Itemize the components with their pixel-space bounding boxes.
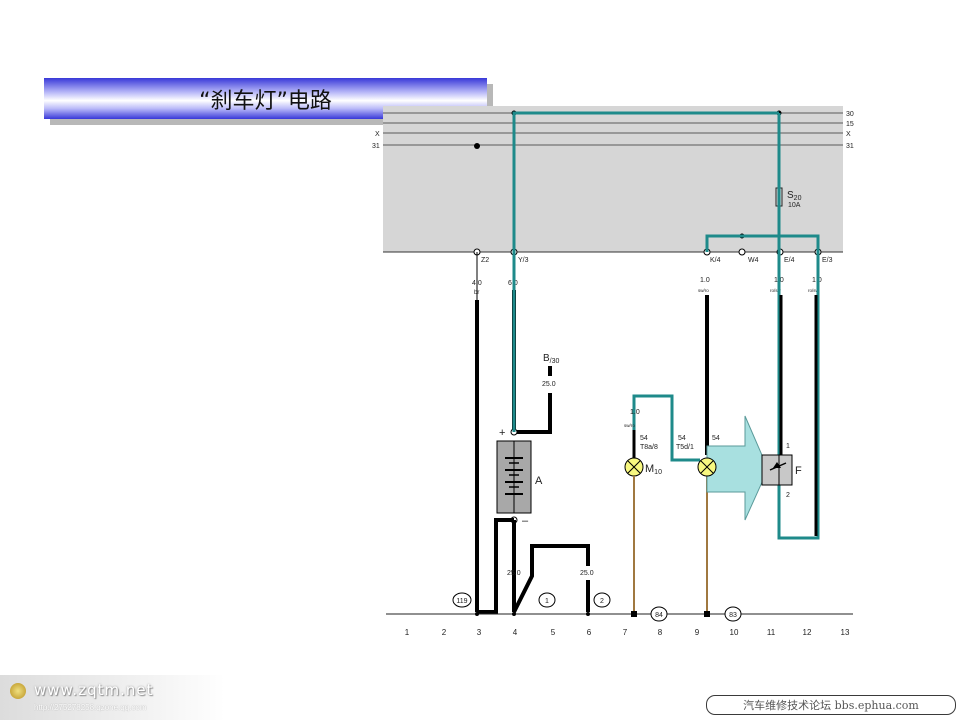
wire-bat-size: 25.0 <box>507 570 521 577</box>
ground-point-83-label: 83 <box>729 612 737 619</box>
connector-label-y3: Y/3 <box>518 257 529 264</box>
ground-point-2 <box>593 592 611 608</box>
b30-label: B/30 <box>543 353 560 365</box>
ground-node-7 <box>631 611 637 617</box>
bus-label-31: 31 <box>846 143 854 150</box>
column-number: 7 <box>623 628 628 637</box>
column-number: 4 <box>513 628 518 637</box>
wire-k4-size: 1.0 <box>700 277 710 284</box>
pin-54: 54 <box>712 435 720 442</box>
wire-m10-size: 1.0 <box>630 409 640 416</box>
fuse-label: S20 <box>787 190 802 202</box>
central-panel <box>383 106 843 252</box>
switch-marker <box>773 462 781 468</box>
bus-label-30: 30 <box>846 111 854 118</box>
column-number: 11 <box>767 628 776 637</box>
ground-point-84-label: 84 <box>655 612 663 619</box>
junction-bus31 <box>474 143 480 149</box>
column-number: 8 <box>658 628 663 637</box>
watermark-forum: 汽车维修技术论坛 bbs.ephua.com <box>706 695 956 715</box>
connector-w4 <box>738 248 746 256</box>
wire-m10-loop <box>632 394 700 462</box>
watermark-left: www.zqtm.net http://275278258.qzone.qq.c… <box>0 675 225 720</box>
wire-b30-to-battery <box>514 393 552 434</box>
ground-node-9 <box>704 611 710 617</box>
title-banner: “刹车灯”电路 <box>44 78 487 119</box>
ground-point-1 <box>538 592 556 608</box>
wire-ground-loop <box>512 544 590 613</box>
connector-label-e4: E/4 <box>784 257 795 264</box>
wire-m10-color: sw/ro <box>624 423 635 428</box>
ground-point-1-label: 1 <box>545 598 549 605</box>
ground-point-84 <box>650 606 668 622</box>
pin-t8a: 54 <box>640 435 648 442</box>
lamp-m10-label: M10 <box>645 463 662 476</box>
battery-plus: + <box>499 427 505 439</box>
pin-t5d-name: T5d/1 <box>676 444 694 451</box>
battery-label: A <box>535 475 543 487</box>
site-logo-icon <box>10 683 26 699</box>
switch-pin2: 2 <box>786 492 790 499</box>
column-number: 13 <box>841 628 850 637</box>
column-number: 12 <box>803 628 812 637</box>
page-title: “刹车灯”电路 <box>199 88 332 114</box>
watermark-url: http://275278258.qzone.qq.com <box>34 703 147 712</box>
bus-label-left-31: 31 <box>372 143 380 150</box>
ground-point-119 <box>452 592 472 608</box>
bus-label-x: X <box>846 131 851 138</box>
current-flow-arrow <box>706 415 769 521</box>
ground-node-6 <box>586 612 590 616</box>
pin-t5d: 54 <box>678 435 686 442</box>
column-number: 5 <box>551 628 556 637</box>
connector-label-e3: E/3 <box>822 257 833 264</box>
wire-gnd-size: 25.0 <box>580 570 594 577</box>
ground-node-4 <box>512 612 516 616</box>
bus-label-15: 15 <box>846 121 854 128</box>
column-number: 9 <box>695 628 700 637</box>
wire-e3-color: ro/sw <box>808 288 820 293</box>
wire-e4-color: ro/sw <box>770 288 782 293</box>
connector-label-w4: W4 <box>748 257 759 264</box>
ground-point-2-label: 2 <box>600 598 604 605</box>
brake-switch-f <box>761 454 793 486</box>
column-number: 1 <box>405 628 410 637</box>
watermark-site: www.zqtm.net <box>34 681 154 699</box>
column-number: 3 <box>477 628 482 637</box>
connector-label-z2: Z2 <box>481 257 489 264</box>
wire-active-y3 <box>512 111 779 432</box>
switch-pin1: 1 <box>786 443 790 450</box>
pin-t8a-name: T8a/8 <box>640 444 658 451</box>
connector-label-k4: K/4 <box>710 257 721 264</box>
wire-b30-size: 25.0 <box>542 381 556 388</box>
lamp-2-cross-b <box>700 460 714 474</box>
column-number: 6 <box>587 628 592 637</box>
battery-minus: – <box>522 515 529 527</box>
fuse-rating: 10A <box>788 202 801 209</box>
wire-k4-color: sw/ro <box>698 288 709 293</box>
lamp-m10-cross-b <box>627 460 641 474</box>
ground-point-119-label: 119 <box>456 598 467 605</box>
wire-battery-ground-a <box>477 518 514 614</box>
ground-point-83 <box>724 606 742 622</box>
ground-node-3 <box>475 612 479 616</box>
switch-label: F <box>795 465 802 477</box>
column-number: 10 <box>730 628 739 637</box>
column-number: 2 <box>442 628 447 637</box>
bus-label-left-x: X <box>375 131 380 138</box>
